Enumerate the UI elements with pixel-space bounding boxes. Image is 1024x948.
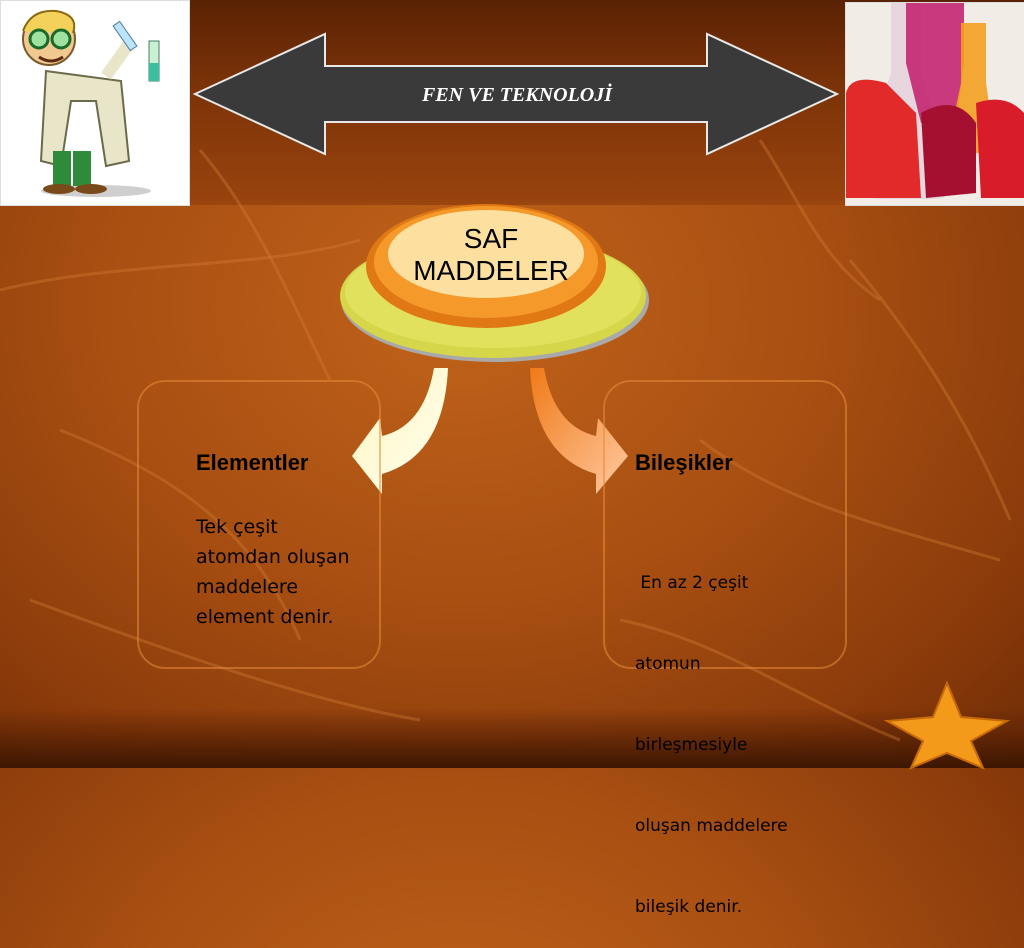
background-veins (0, 139, 1012, 742)
compounds-line: oluşan maddelere (635, 816, 788, 836)
elements-line: atomdan oluşan (196, 546, 350, 568)
compounds-line: birleşmesiyle (635, 735, 748, 755)
curved-arrow-left (352, 368, 448, 494)
compounds-description: En az 2 çeşit atomun birleşmesiyle oluşa… (635, 516, 825, 948)
banner-title: FEN VE TEKNOLOJİ (421, 84, 613, 106)
compounds-line: bileşik denir. (635, 897, 743, 917)
star-icon[interactable] (883, 680, 1011, 770)
compounds-line: En az 2 çeşit (635, 573, 749, 593)
elements-line: element denir. (196, 606, 334, 628)
elements-panel (137, 380, 381, 669)
center-oval (340, 204, 649, 362)
compounds-line: atomun (635, 654, 701, 674)
elements-line: maddelere (196, 576, 299, 598)
elements-heading: Elementler (196, 450, 309, 475)
elements-line: Tek çeşit (196, 516, 278, 538)
footer-band (0, 708, 1024, 768)
center-title-line2: MADDELER (413, 255, 569, 286)
scientist-illustration (0, 0, 190, 206)
compounds-heading: Bileşikler (635, 450, 733, 475)
center-title-line1: SAF (463, 223, 519, 254)
banner-double-arrow (192, 32, 840, 156)
center-title: SAF MADDELER (375, 210, 607, 300)
compounds-panel (603, 380, 847, 669)
elements-description: Tek çeşit atomdan oluşan maddelere eleme… (196, 512, 381, 632)
flasks-photo (845, 2, 1024, 206)
